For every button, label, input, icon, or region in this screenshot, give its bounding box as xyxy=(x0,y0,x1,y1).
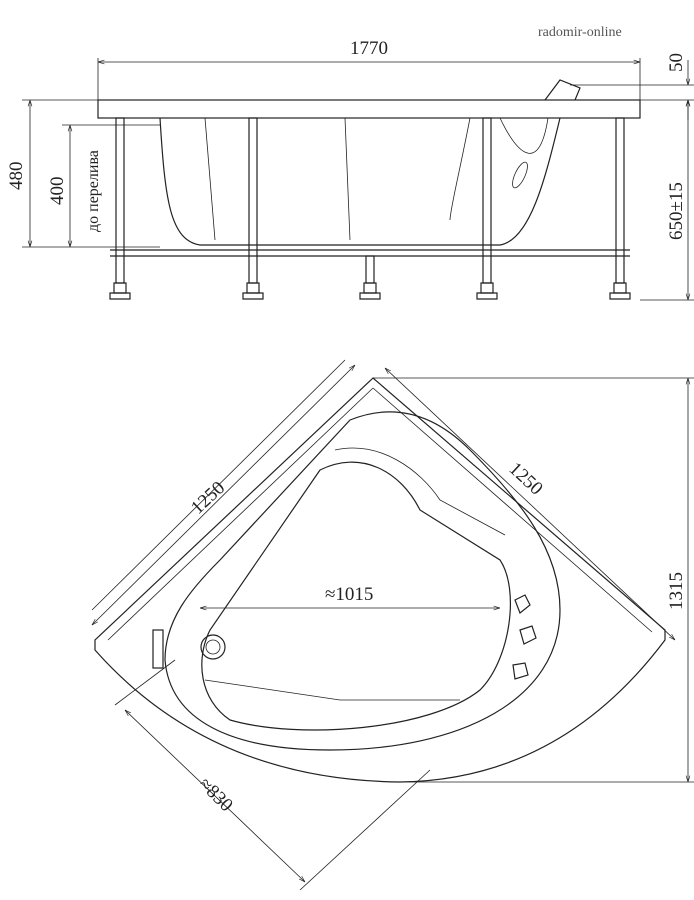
drain xyxy=(200,634,226,660)
side-view: 1770 480 400 до перелива 50 xyxy=(6,38,694,301)
tub-rim xyxy=(97,99,641,119)
rim-dimension: 50 xyxy=(666,53,687,72)
legs xyxy=(109,117,631,300)
left-side-dimension: 1250 xyxy=(187,477,229,518)
leg-height-dimension: 650±15 xyxy=(666,182,687,240)
width-dimension: 1770 xyxy=(350,38,388,59)
overflow-dimension: 400 xyxy=(47,177,68,206)
overflow-note: до перелива xyxy=(85,150,102,232)
top-view: 1250 1250 ≈1015 1315 ≈830 xyxy=(92,359,694,891)
inner-length-dimension: ≈1015 xyxy=(325,584,373,605)
tub-outline xyxy=(94,377,666,783)
jets xyxy=(512,594,537,680)
height-dimension: 480 xyxy=(6,162,27,191)
right-side-dimension: 1250 xyxy=(505,458,547,499)
tub-body xyxy=(159,117,561,246)
watermark: radomir-online xyxy=(538,25,622,40)
inner-width-dimension: ≈830 xyxy=(194,774,236,816)
depth-dimension: 1315 xyxy=(666,572,687,610)
